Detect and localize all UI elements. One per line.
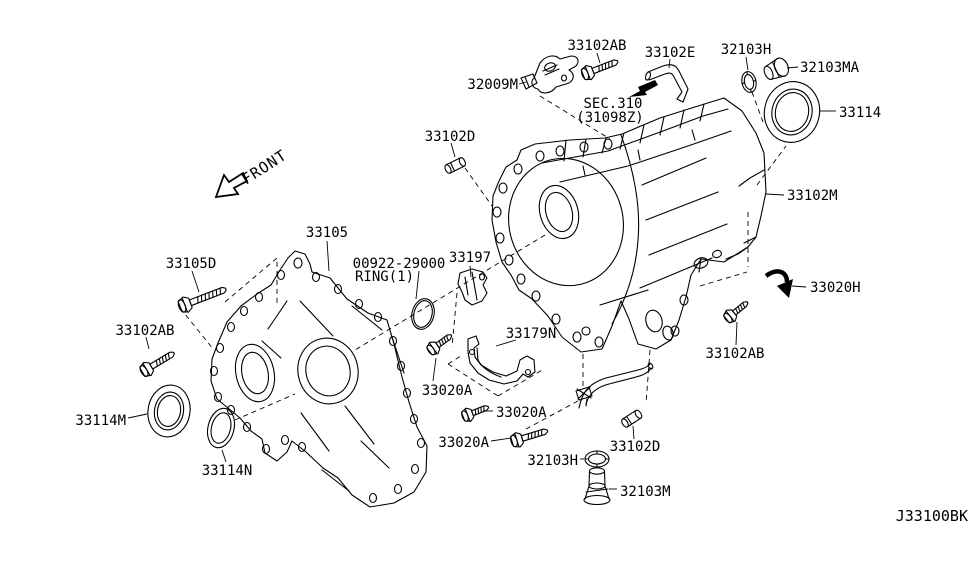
label-ring-note-2: RING(1) <box>355 269 414 285</box>
label-32103h-top: 32103H <box>721 42 772 58</box>
washer-32103H-top <box>741 71 757 93</box>
front-case-bolt-holes <box>209 269 426 504</box>
bolt-33102AB-right <box>720 296 753 326</box>
seal-33114M <box>147 384 191 438</box>
label-33114m: 33114M <box>75 413 126 429</box>
label-32103h-bottom: 32103H <box>527 453 578 469</box>
bolt-33102AB-top <box>578 53 621 83</box>
label-sec-ref-2: (31098Z) <box>576 110 643 126</box>
label-33020a-3: 33020A <box>438 435 489 451</box>
label-33102ab-left: 33102AB <box>115 323 174 339</box>
label-front: FRONT <box>238 146 290 188</box>
label-ring-note-1: 00922-29000 <box>353 256 446 272</box>
label-33114n: 33114N <box>202 463 253 479</box>
bracket-32009M <box>520 55 579 94</box>
label-33102e: 33102E <box>645 45 696 61</box>
oring-00922 <box>411 298 435 330</box>
pin-33102D-top <box>443 156 468 175</box>
bolt-33020A-1 <box>424 329 456 358</box>
plug-32103M <box>583 467 611 506</box>
part-labels: 33102AB 32009M 33102E 32103H 32103MA 331… <box>75 38 968 525</box>
label-33102d-bottom: 33102D <box>610 439 661 455</box>
label-sec-ref-1: SEC.310 <box>583 96 642 112</box>
label-33102m: 33102M <box>787 188 838 204</box>
direction-arrow-icon <box>629 80 658 97</box>
label-33105d: 33105D <box>166 256 217 272</box>
bolt-33102AB-left <box>137 345 179 380</box>
seal-33114N <box>206 407 236 449</box>
transfer-case-housing <box>491 97 767 353</box>
bolt-33105D <box>175 281 230 316</box>
label-33020a-1: 33020A <box>422 383 473 399</box>
label-33102d-top: 33102D <box>425 129 476 145</box>
label-33114: 33114 <box>839 105 881 121</box>
label-33102ab-top: 33102AB <box>567 38 626 54</box>
front-arrow-icon <box>214 171 249 199</box>
label-32103m: 32103M <box>620 484 671 500</box>
front-case <box>209 250 428 508</box>
bracket-33179N <box>467 335 536 385</box>
label-32103ma: 32103MA <box>800 60 860 76</box>
housing-bolt-holes <box>492 138 689 348</box>
plug-32103MA <box>763 57 790 80</box>
label-33105: 33105 <box>306 225 348 241</box>
label-33179n: 33179N <box>506 326 557 342</box>
label-33102ab-right: 33102AB <box>705 346 764 362</box>
pin-33102D-bottom <box>619 408 644 429</box>
oil-gutter-pipe <box>575 362 654 409</box>
washer-32103H-bottom <box>584 450 610 468</box>
bracket-33197 <box>457 268 488 306</box>
seal-33114 <box>763 81 821 143</box>
label-33020h: 33020H <box>810 280 861 296</box>
label-32009m: 32009M <box>467 77 518 93</box>
label-33020a-2: 33020A <box>496 405 547 421</box>
label-33197: 33197 <box>449 250 491 266</box>
breather-tube-33102E <box>644 64 689 103</box>
bolt-33020A-2 <box>459 399 492 425</box>
leader-lines <box>127 52 836 490</box>
diagram-code: J33100BK <box>896 507 968 525</box>
dashed-assembly-guides <box>179 91 787 430</box>
flip-arrow-icon-33020H <box>764 269 793 298</box>
